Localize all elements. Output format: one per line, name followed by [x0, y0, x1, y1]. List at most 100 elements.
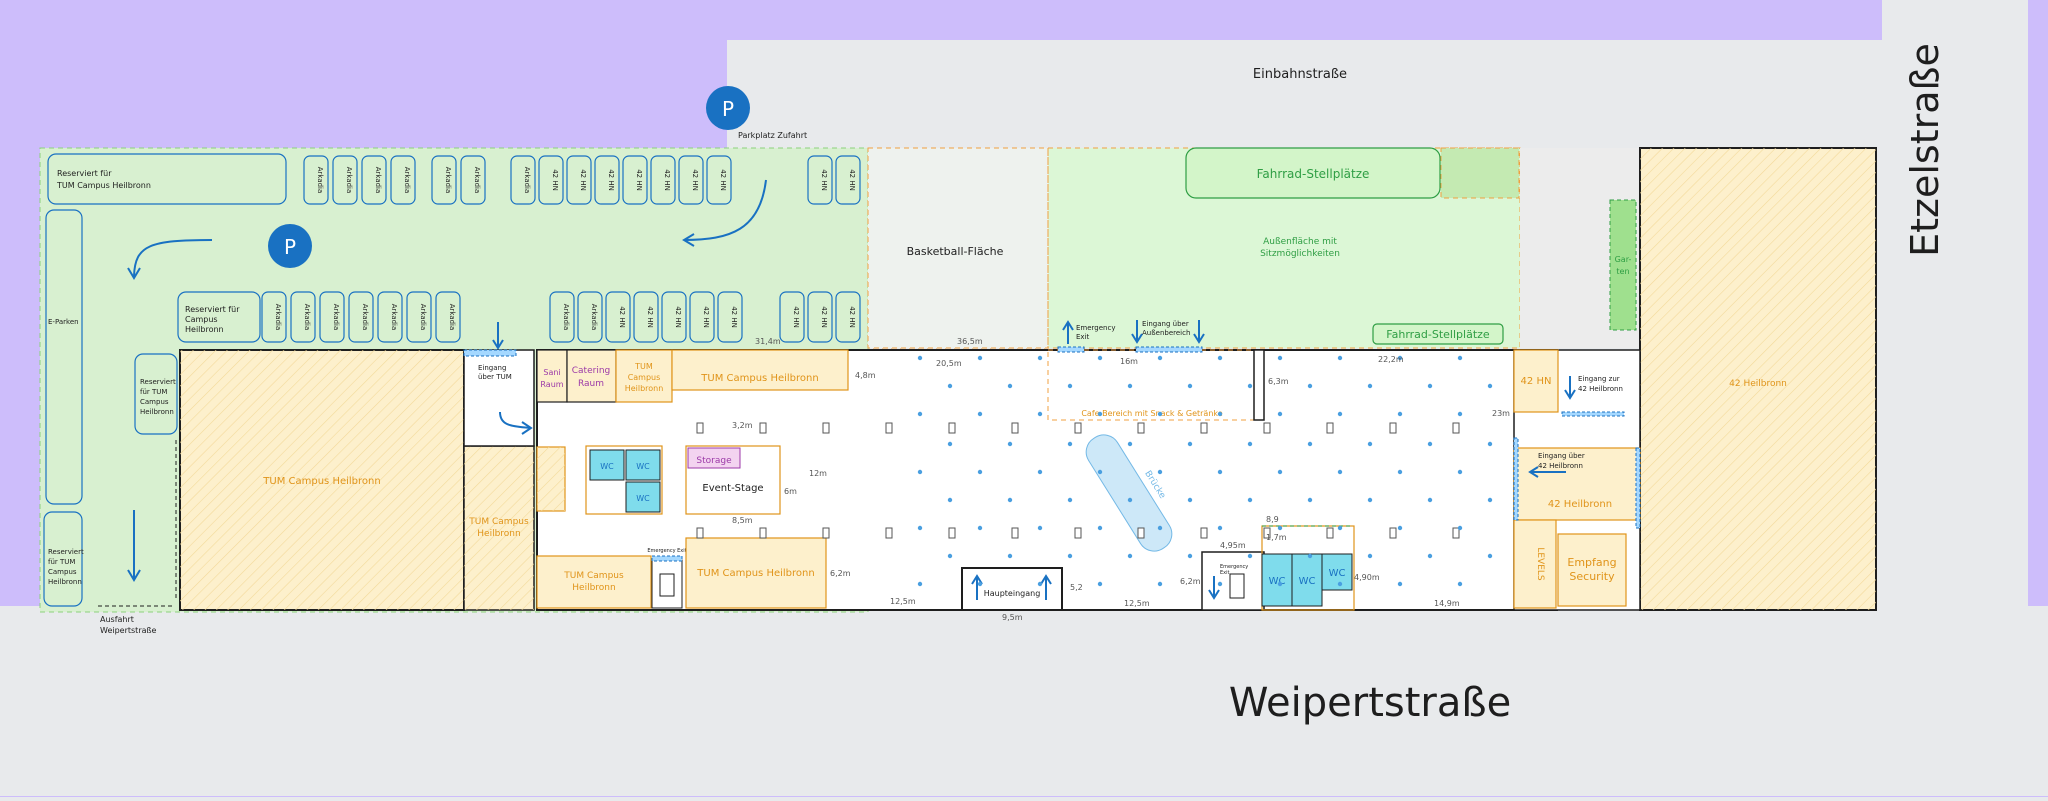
parking-slot-11 [650, 155, 676, 205]
column-15 [822, 527, 830, 539]
entrance-42-door-top[interactable] [1561, 411, 1625, 417]
light-35 [1247, 441, 1253, 447]
main-entrance-arrowhead-left [971, 574, 983, 585]
column-7 [1137, 422, 1145, 434]
outside-entrance-line2: Außenbereich [1142, 329, 1190, 337]
light-2 [1037, 355, 1043, 361]
dim-14: 12,5m [890, 597, 916, 606]
light-77 [1367, 553, 1373, 559]
light-69 [1457, 525, 1463, 531]
light-52 [1067, 497, 1073, 503]
parking-slot-3 [390, 155, 416, 205]
outside-entrance-line1: Eingang über [1142, 320, 1189, 328]
light-3 [1097, 355, 1103, 361]
entrance-42b-line2: 42 Heilbronn [1538, 462, 1583, 470]
dim-5: 22,2m [1378, 355, 1404, 364]
parking-slot-6 [510, 155, 536, 205]
reserved-side-line3: Campus [140, 398, 169, 406]
entrance-42-line2: 42 Heilbronn [1578, 385, 1623, 393]
light-68 [1397, 525, 1403, 531]
main-entrance[interactable] [961, 567, 1063, 611]
light-65 [1217, 525, 1223, 531]
light-56 [1307, 497, 1313, 503]
parking-slot-4-label: Arkadia [444, 167, 452, 194]
parking-exit-line1: Ausfahrt [100, 615, 134, 624]
bike-parking-top[interactable] [1185, 147, 1441, 199]
dim-4: 16m [1120, 357, 1138, 366]
parking-marker-mid [268, 224, 312, 268]
light-84 [1157, 581, 1163, 587]
light-44 [1157, 469, 1163, 475]
reserved-top-line2: TUM Campus Heilbronn [56, 181, 151, 190]
light-83 [1097, 581, 1103, 587]
light-86 [1277, 581, 1283, 587]
parking-flow-arrowhead-3 [127, 569, 141, 582]
parking-marker-top [706, 86, 750, 130]
tum-bottom-left-room [536, 555, 652, 609]
small-hatched-room-hatch [537, 447, 565, 511]
light-75 [1247, 553, 1253, 559]
parking-slot-23 [549, 291, 575, 343]
dim-22: 4,90m [1354, 573, 1380, 582]
parking-slot-13-label: 42 HN [719, 169, 727, 191]
light-78 [1427, 553, 1433, 559]
emergency-exit-right-arrowhead [1208, 589, 1220, 600]
column-6 [1074, 422, 1082, 434]
light-11 [1007, 383, 1013, 389]
tum-lower-line1: TUM Campus [468, 517, 529, 527]
parking-exit-line2: Weipertstraße [100, 626, 157, 635]
parking-slot-7-label: 42 HN [551, 169, 559, 191]
light-62 [1037, 525, 1043, 531]
hall-fixtures [696, 355, 1493, 587]
reserved-mid-line2: Campus [185, 315, 218, 324]
tum-lower-line2: Heilbronn [477, 529, 520, 539]
parking-slot-8 [566, 155, 592, 205]
tum-entry-door[interactable] [463, 349, 517, 357]
parking-slot-10-label: 42 HN [635, 169, 643, 191]
parking-slot-18 [319, 291, 345, 343]
parking-slot-30 [779, 291, 805, 343]
light-4 [1157, 355, 1163, 361]
outside-entrance-arrowhead-left [1131, 333, 1143, 344]
parking-slot-16 [261, 291, 287, 343]
wc-right-3 [1321, 553, 1353, 591]
parking-slot-4 [431, 155, 457, 205]
emergency-exit-top-door[interactable] [1057, 346, 1085, 353]
light-39 [1487, 441, 1493, 447]
column-22 [1263, 527, 1271, 539]
wc-left-1-label: WC [600, 462, 614, 471]
outside-entrance-door[interactable] [1135, 346, 1203, 353]
emergency-exit-left-door[interactable] [651, 555, 683, 562]
dim-6: 4,8m [855, 371, 876, 380]
light-58 [1427, 497, 1433, 503]
dim-23: 14,9m [1434, 599, 1460, 608]
garden-line2: ten [1616, 267, 1629, 276]
seating-line2: Sitzmöglichkeiten [1260, 249, 1340, 259]
wc-right-2-label: WC [1299, 576, 1316, 587]
light-45 [1217, 469, 1223, 475]
entrance-42-door-right[interactable] [1635, 447, 1641, 529]
parking-slot-5-label: Arkadia [473, 167, 481, 194]
dim-7: 6,3m [1268, 377, 1289, 386]
light-76 [1307, 553, 1313, 559]
garden-line1: Gar- [1615, 255, 1632, 264]
parking-access-label: Parkplatz Zufahrt [738, 131, 807, 140]
emergency-exit-right-line2: Exit [1220, 570, 1230, 576]
parking-slot-13 [706, 155, 732, 205]
parking-slot-29 [717, 291, 743, 343]
light-43 [1097, 469, 1103, 475]
parking-flow-arrowhead-1 [127, 267, 141, 280]
entrance-42-door-left[interactable] [1513, 437, 1519, 521]
wc-left-2-label: WC [636, 462, 650, 471]
emergency-exit-right-line1: Emergency [1220, 564, 1248, 570]
light-66 [1277, 525, 1283, 531]
light-26 [1277, 411, 1283, 417]
entrance-42-arrowhead-top [1564, 389, 1576, 400]
reserved-box-bottom [43, 511, 83, 607]
parking-slot-7 [538, 155, 564, 205]
light-41 [977, 469, 983, 475]
storage-label: Storage [696, 456, 732, 466]
bike-parking-bottom[interactable] [1372, 323, 1504, 345]
stage-label: Event-Stage [702, 483, 763, 494]
reserved-bottom-line3: Campus [48, 568, 77, 576]
